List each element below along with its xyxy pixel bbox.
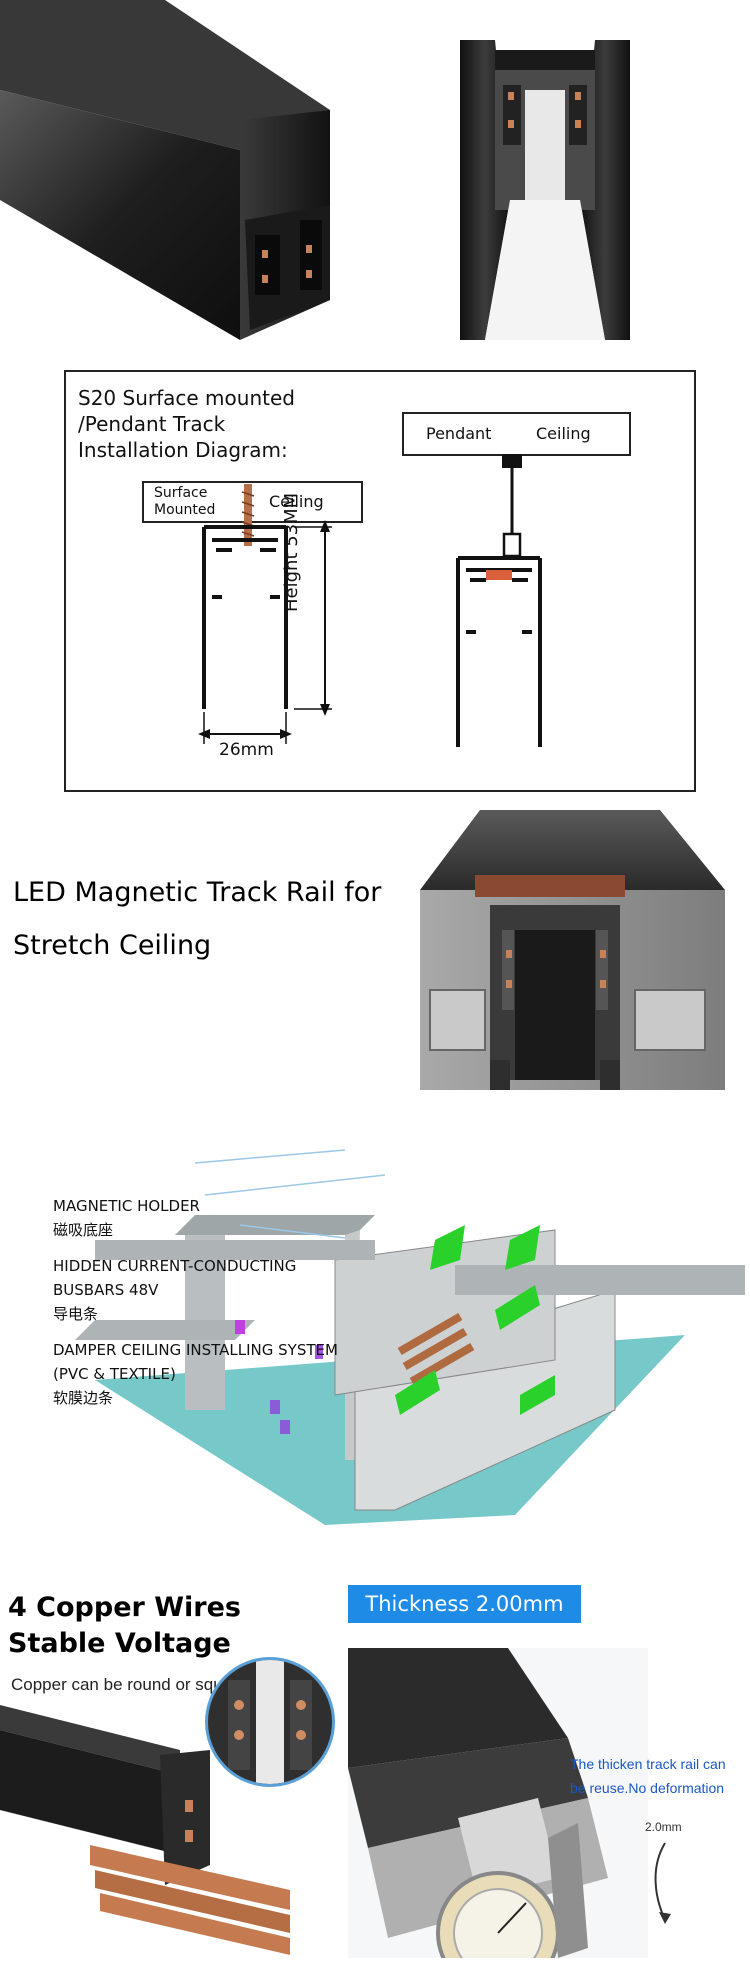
- surface-label-line-1: Surface: [154, 485, 208, 501]
- measure-arrow-icon: [654, 1842, 671, 1924]
- pendant-ceiling-label: Ceiling: [536, 424, 591, 443]
- callout-busbars-en: HIDDEN CURRENT-CONDUCTING: [53, 1257, 297, 1275]
- callout-damper-en: DAMPER CEILING INSTALLING SYSTEM: [53, 1341, 338, 1359]
- callout-magnetic-holder: MAGNETIC HOLDER 磁吸底座: [53, 1196, 200, 1240]
- thicken-rail-note: The thicken track rail can be reuse.No d…: [570, 1752, 750, 1800]
- callout-magnetic-holder-en: MAGNETIC HOLDER: [53, 1197, 200, 1215]
- callout-damper-ceiling: DAMPER CEILING INSTALLING SYSTEM (PVC & …: [53, 1340, 338, 1408]
- copper-subtitle: Copper can be round or square: [11, 1675, 248, 1694]
- stretch-title-line-1: LED Magnetic Track Rail for: [13, 877, 382, 908]
- stretch-rail-render: [420, 810, 740, 1095]
- copper-wires-title: 4 Copper Wires Stable Voltage: [8, 1590, 241, 1662]
- measure-label: 2.0mm: [645, 1820, 682, 1834]
- stretch-title-line-2: Stretch Ceiling: [13, 930, 212, 961]
- callout-busbars-cn: 导电条: [53, 1305, 99, 1323]
- profile-drawings: [198, 454, 542, 747]
- installation-diagram: S20 Surface mounted /Pendant Track Insta…: [64, 370, 696, 792]
- track-rail-photo-right: [455, 30, 635, 350]
- pendant-label: Pendant: [426, 424, 492, 443]
- copper-title-line-1: 4 Copper Wires: [8, 1592, 241, 1623]
- diagram-title-line-1: S20 Surface mounted: [78, 386, 295, 410]
- width-label: 26mm: [219, 740, 274, 760]
- callout-magnetic-holder-cn: 磁吸底座: [53, 1221, 114, 1239]
- copper-closeup-circle: [205, 1657, 335, 1787]
- note-line-2: be reuse.No deformation: [570, 1780, 725, 1796]
- callout-busbars-en2: BUSBARS 48V: [53, 1281, 159, 1299]
- diagram-title-line-3: Installation Diagram:: [78, 438, 288, 462]
- callout-damper-en2: (PVC & TEXTILE): [53, 1365, 176, 1383]
- callout-damper-cn: 软膜边条: [53, 1389, 114, 1407]
- caliper-measure-photo: [348, 1648, 648, 1958]
- surface-ceiling-label: Ceiling: [269, 492, 324, 511]
- copper-title-line-2: Stable Voltage: [8, 1628, 231, 1659]
- callout-busbars: HIDDEN CURRENT-CONDUCTING BUSBARS 48V 导电…: [53, 1256, 296, 1324]
- note-line-1: The thicken track rail can: [570, 1756, 726, 1772]
- height-label: Height 53MM: [281, 492, 302, 612]
- thickness-badge: Thickness 2.00mm: [348, 1585, 581, 1623]
- copper-rail-photo: [0, 1705, 340, 1963]
- surface-mounted-label-box: Surface Mounted Ceiling: [142, 481, 363, 523]
- track-rail-photo-left: [0, 0, 330, 365]
- diagram-title-line-2: /Pendant Track: [78, 412, 226, 436]
- surface-label-line-2: Mounted: [154, 502, 216, 518]
- exploded-installation-view: [55, 1110, 750, 1530]
